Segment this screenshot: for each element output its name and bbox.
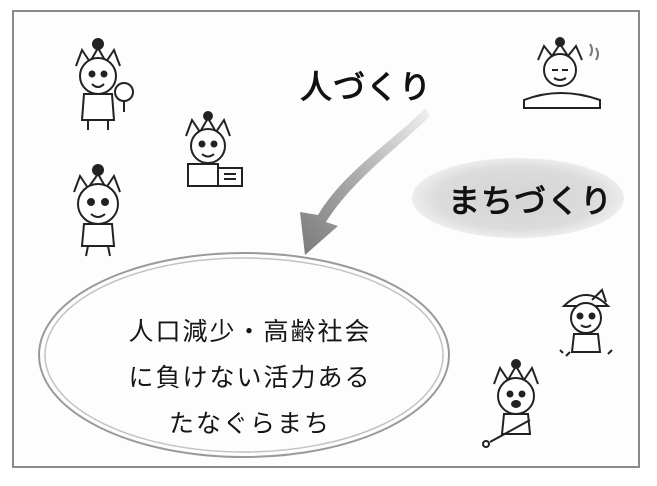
mascot-character-icon — [185, 111, 243, 187]
mascot-character-icon — [559, 288, 613, 357]
flow-arrow — [300, 108, 430, 255]
mascot-character-icon — [523, 37, 601, 109]
goal-text-line-2: に負けない活力ある — [128, 363, 372, 392]
mascot-character-icon — [75, 38, 134, 130]
goal-ellipse-outer — [38, 252, 450, 458]
goal-ellipse-inner — [44, 257, 444, 453]
node-town-development: まちづくり — [448, 182, 614, 220]
node-people-development: 人づくり — [300, 68, 433, 106]
mascot-character-icon — [482, 359, 539, 448]
goal-text-line-1: 人口減少・高齢社会 — [128, 317, 372, 346]
goal-text-line-3: たなぐらまち — [168, 409, 331, 438]
mascot-character-icon — [73, 164, 121, 257]
town-bubble — [412, 158, 624, 238]
